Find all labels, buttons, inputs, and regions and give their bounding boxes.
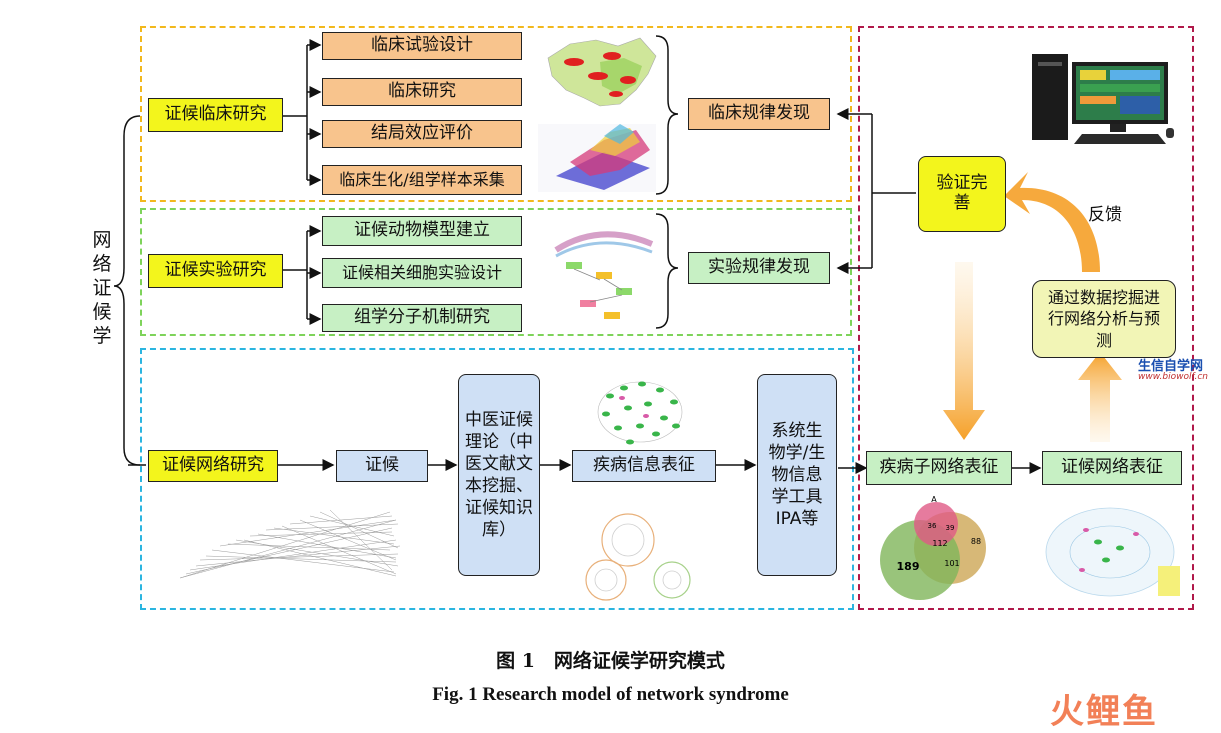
clinical-item-3: 结局效应评价 xyxy=(322,120,522,148)
clinical-research-box: 证候临床研究 xyxy=(148,98,283,132)
clinical-item-4: 临床生化/组学样本采集 xyxy=(322,165,522,195)
data-mining-box: 通过数据挖掘进行网络分析与预测 xyxy=(1032,280,1176,358)
pathway-image xyxy=(554,231,654,319)
tcm-theory-box: 中医证候理论（中医文献文本挖掘、证候知识库） xyxy=(458,374,540,576)
venn-count-e: 36 xyxy=(928,522,937,530)
venn-count-a: 189 xyxy=(897,560,920,573)
venn-diagram: A 189 112 101 88 36 39 xyxy=(880,495,986,600)
syndrome-network-image xyxy=(1045,507,1180,597)
caption-cn: 图 1 网络证候学研究模式 xyxy=(496,650,725,672)
clinical-item-2: 临床研究 xyxy=(322,78,522,106)
line-fan-image xyxy=(179,509,401,579)
disease-info-box: 疾病信息表征 xyxy=(572,450,716,482)
venn-count-c: 101 xyxy=(944,559,959,568)
venn-count-f: 39 xyxy=(946,524,955,532)
experimental-item-1: 证候动物模型建立 xyxy=(322,216,522,246)
validation-region xyxy=(858,26,1194,610)
network-region xyxy=(140,348,854,610)
disease-subnetwork-box: 疾病子网络表征 xyxy=(866,451,1012,485)
venn-label-top: A xyxy=(931,495,937,504)
watermark-brand: 生信自学网 xyxy=(1138,359,1204,374)
experimental-result-box: 实验规律发现 xyxy=(688,252,830,284)
computer-image xyxy=(1032,54,1174,144)
surface-plot-image xyxy=(538,124,656,192)
circular-plots-image xyxy=(585,513,691,601)
clinical-result-box: 临床规律发现 xyxy=(688,98,830,130)
experimental-region xyxy=(140,208,852,336)
caption-en: Fig. 1 Research model of network syndrom… xyxy=(432,684,789,705)
watermark-url: www.biowolf.cn xyxy=(1138,372,1208,382)
side-label: 网络证候学 xyxy=(92,229,112,347)
network-research-box: 证候网络研究 xyxy=(148,450,278,482)
experimental-item-2: 证候相关细胞实验设计 xyxy=(322,258,522,288)
feedback-label: 反馈 xyxy=(1088,205,1122,225)
gene-network-image xyxy=(597,381,683,445)
venn-count-d: 88 xyxy=(971,537,981,546)
experimental-research-box: 证候实验研究 xyxy=(148,254,283,288)
venn-count-b: 112 xyxy=(932,539,947,548)
china-map-image xyxy=(547,37,657,107)
syndrome-box: 证候 xyxy=(336,450,428,482)
watermark-corner: 火鲤鱼 xyxy=(1050,692,1158,732)
syndrome-network-box: 证候网络表征 xyxy=(1042,451,1182,485)
clinical-item-1: 临床试验设计 xyxy=(322,32,522,60)
experimental-item-3: 组学分子机制研究 xyxy=(322,304,522,332)
verify-box: 验证完善 xyxy=(918,156,1006,232)
systems-biology-box: 系统生物学/生物信息学工具IPA等 xyxy=(757,374,837,576)
